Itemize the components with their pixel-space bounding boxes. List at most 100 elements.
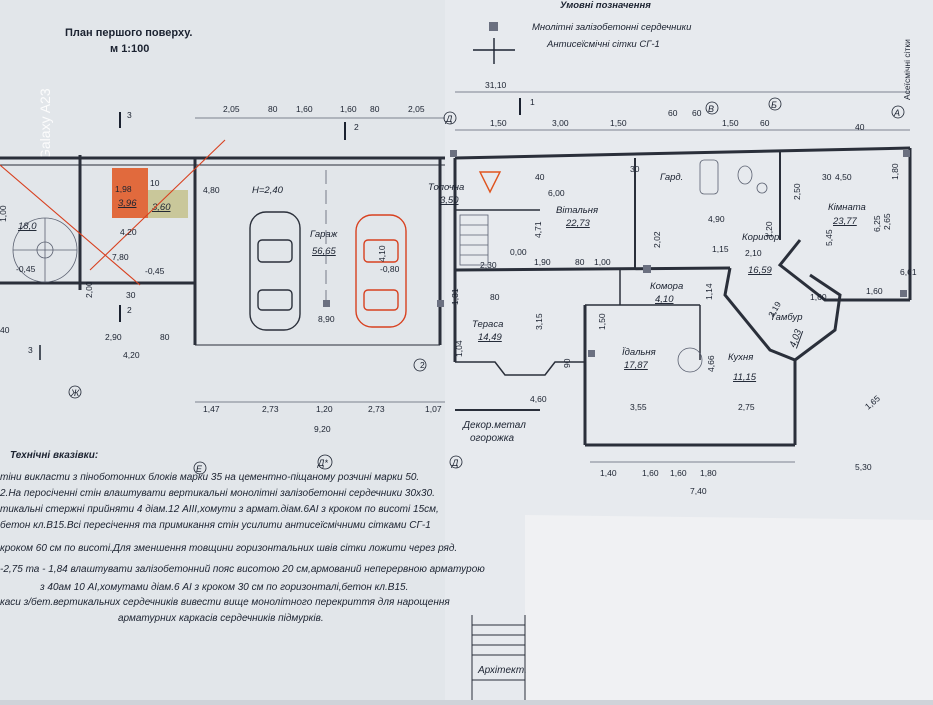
svg-text:2,05: 2,05 [408,104,425,114]
svg-text:з 40ам 10 АІ,хомутами діам.6 А: з 40ам 10 АІ,хомутами діам.6 АІ з кроком… [39,581,408,593]
svg-text:Вітальня: Вітальня [556,205,598,216]
svg-text:бетон кл.В15.Всі пересічення т: бетон кл.В15.Всі пересічення та примикан… [0,519,431,531]
core-markers [323,150,910,357]
small2-area: 3,60 [152,202,171,213]
svg-text:-0,80: -0,80 [380,264,400,274]
svg-text:2,75: 2,75 [738,402,755,412]
svg-text:1,04: 1,04 [454,340,464,357]
svg-text:17,87: 17,87 [624,360,648,371]
svg-text:16,59: 16,59 [748,265,772,276]
legend-core-symbol [489,22,498,31]
svg-text:60: 60 [692,108,702,118]
svg-text:80: 80 [268,104,278,114]
plan-title: План першого поверху. [65,27,192,39]
svg-text:14,49: 14,49 [478,332,502,343]
garage-room: Н=2,40 Гараж 56,65 8,90 -0,80 4,10 [249,170,407,331]
svg-text:2: 2 [354,122,359,132]
svg-text:11,15: 11,15 [733,372,757,383]
svg-text:Тамбур: Тамбур [770,312,803,323]
svg-text:2,65: 2,65 [882,213,892,230]
svg-text:80: 80 [370,104,380,114]
svg-text:1,80: 1,80 [700,468,717,478]
fixture-icons [677,159,768,373]
legend-item-core: Мнолітні залізобетонні сердечники [532,22,692,33]
svg-text:4,10: 4,10 [655,294,674,305]
axis-markers-bottom: Е Д* Д Ж [68,358,463,475]
svg-text:2,30: 2,30 [480,260,497,270]
spiral-stair-icon [12,217,78,283]
svg-text:4,90: 4,90 [708,214,725,224]
top-right-dims: 1,50 3,00 1,50 60 60 1,50 60 40 [490,108,865,132]
svg-text:Гард.: Гард. [660,172,683,183]
watermark: Galaxy A23 [37,88,53,160]
svg-text:Д*: Д* [317,458,328,468]
svg-text:3,55: 3,55 [630,402,647,412]
svg-text:30: 30 [126,290,136,300]
boiler-marker [478,171,502,194]
small1-area: 3,96 [118,198,137,209]
svg-text:тіни викласти з піноботонних б: тіни викласти з піноботонних блоків марк… [0,471,419,483]
svg-text:Тераса: Тераса [472,319,503,330]
svg-text:1,80: 1,80 [890,163,900,180]
svg-text:90: 90 [562,358,572,368]
car-icon [249,211,301,331]
svg-text:6,00: 6,00 [548,188,565,198]
top-left-dims: 2,05 80 1,60 1,60 80 2,05 [223,104,425,114]
garage-area: 56,65 [312,246,336,257]
svg-text:2: 2 [127,305,132,315]
svg-text:8,90: 8,90 [318,314,335,324]
svg-text:22,73: 22,73 [565,218,590,229]
svg-text:30: 30 [630,164,640,174]
svg-text:7,40: 7,40 [690,486,707,496]
svg-text:-2,75 та - 1,84 влаштувати зал: -2,75 та - 1,84 влаштувати залізобетонни… [0,563,485,575]
svg-text:Кімната: Кімната [828,202,866,213]
svg-text:3: 3 [28,345,33,355]
svg-text:7,80: 7,80 [112,252,129,262]
svg-text:2,50: 2,50 [792,183,802,200]
svg-text:Ж: Ж [70,388,80,398]
svg-text:60: 60 [760,118,770,128]
svg-text:4,66: 4,66 [706,355,716,372]
svg-text:2,90: 2,90 [105,332,122,342]
svg-text:60: 60 [668,108,678,118]
svg-text:4,60: 4,60 [530,394,547,404]
svg-text:1,60: 1,60 [642,468,659,478]
svg-text:40: 40 [0,325,10,335]
svg-text:Б: Б [771,100,777,110]
svg-text:80: 80 [160,332,170,342]
bottom-left-dims: 1,47 2,73 1,20 2,73 1,07 9,20 [203,404,442,434]
svg-text:1,60: 1,60 [670,468,687,478]
svg-text:6,25: 6,25 [872,215,882,232]
svg-text:2,05: 2,05 [223,104,240,114]
svg-text:Е: Е [196,464,203,474]
svg-text:3: 3 [127,110,132,120]
svg-text:арматурних каркасів сердечникі: арматурних каркасів сердечників підмуркі… [118,613,324,624]
svg-text:Коридор: Коридор [742,232,779,243]
stair-area: 18,0 [18,221,37,232]
svg-text:1,20: 1,20 [316,404,333,414]
notes-heading: Технічні вказівки: [10,450,98,461]
svg-text:1,50: 1,50 [490,118,507,128]
svg-text:тикальні стержні прийняти 4 ді: тикальні стержні прийняти 4 діам.12 АІІІ… [0,504,439,515]
svg-text:3,00: 3,00 [552,118,569,128]
seismic-axis-label: Асеїсмічні сітки [902,39,912,100]
svg-text:1,60: 1,60 [866,286,883,296]
svg-text:-0,45: -0,45 [145,266,165,276]
svg-text:Д: Д [451,458,459,468]
svg-text:2,02: 2,02 [652,231,662,248]
svg-text:1,90: 1,90 [534,257,551,267]
title-block-stamp [471,615,526,700]
svg-text:1,20: 1,20 [764,221,774,238]
garage-name: Гараж [310,229,338,240]
svg-text:4,71: 4,71 [533,221,543,238]
svg-text:1,60: 1,60 [296,104,313,114]
svg-text:1,14: 1,14 [704,283,714,300]
svg-text:1,98: 1,98 [115,184,132,194]
svg-text:Комора: Комора [650,281,683,292]
svg-text:В: В [708,104,714,114]
svg-text:1,00: 1,00 [594,257,611,267]
svg-text:40: 40 [535,172,545,182]
legend-heading: Умовні позначення [560,0,651,11]
